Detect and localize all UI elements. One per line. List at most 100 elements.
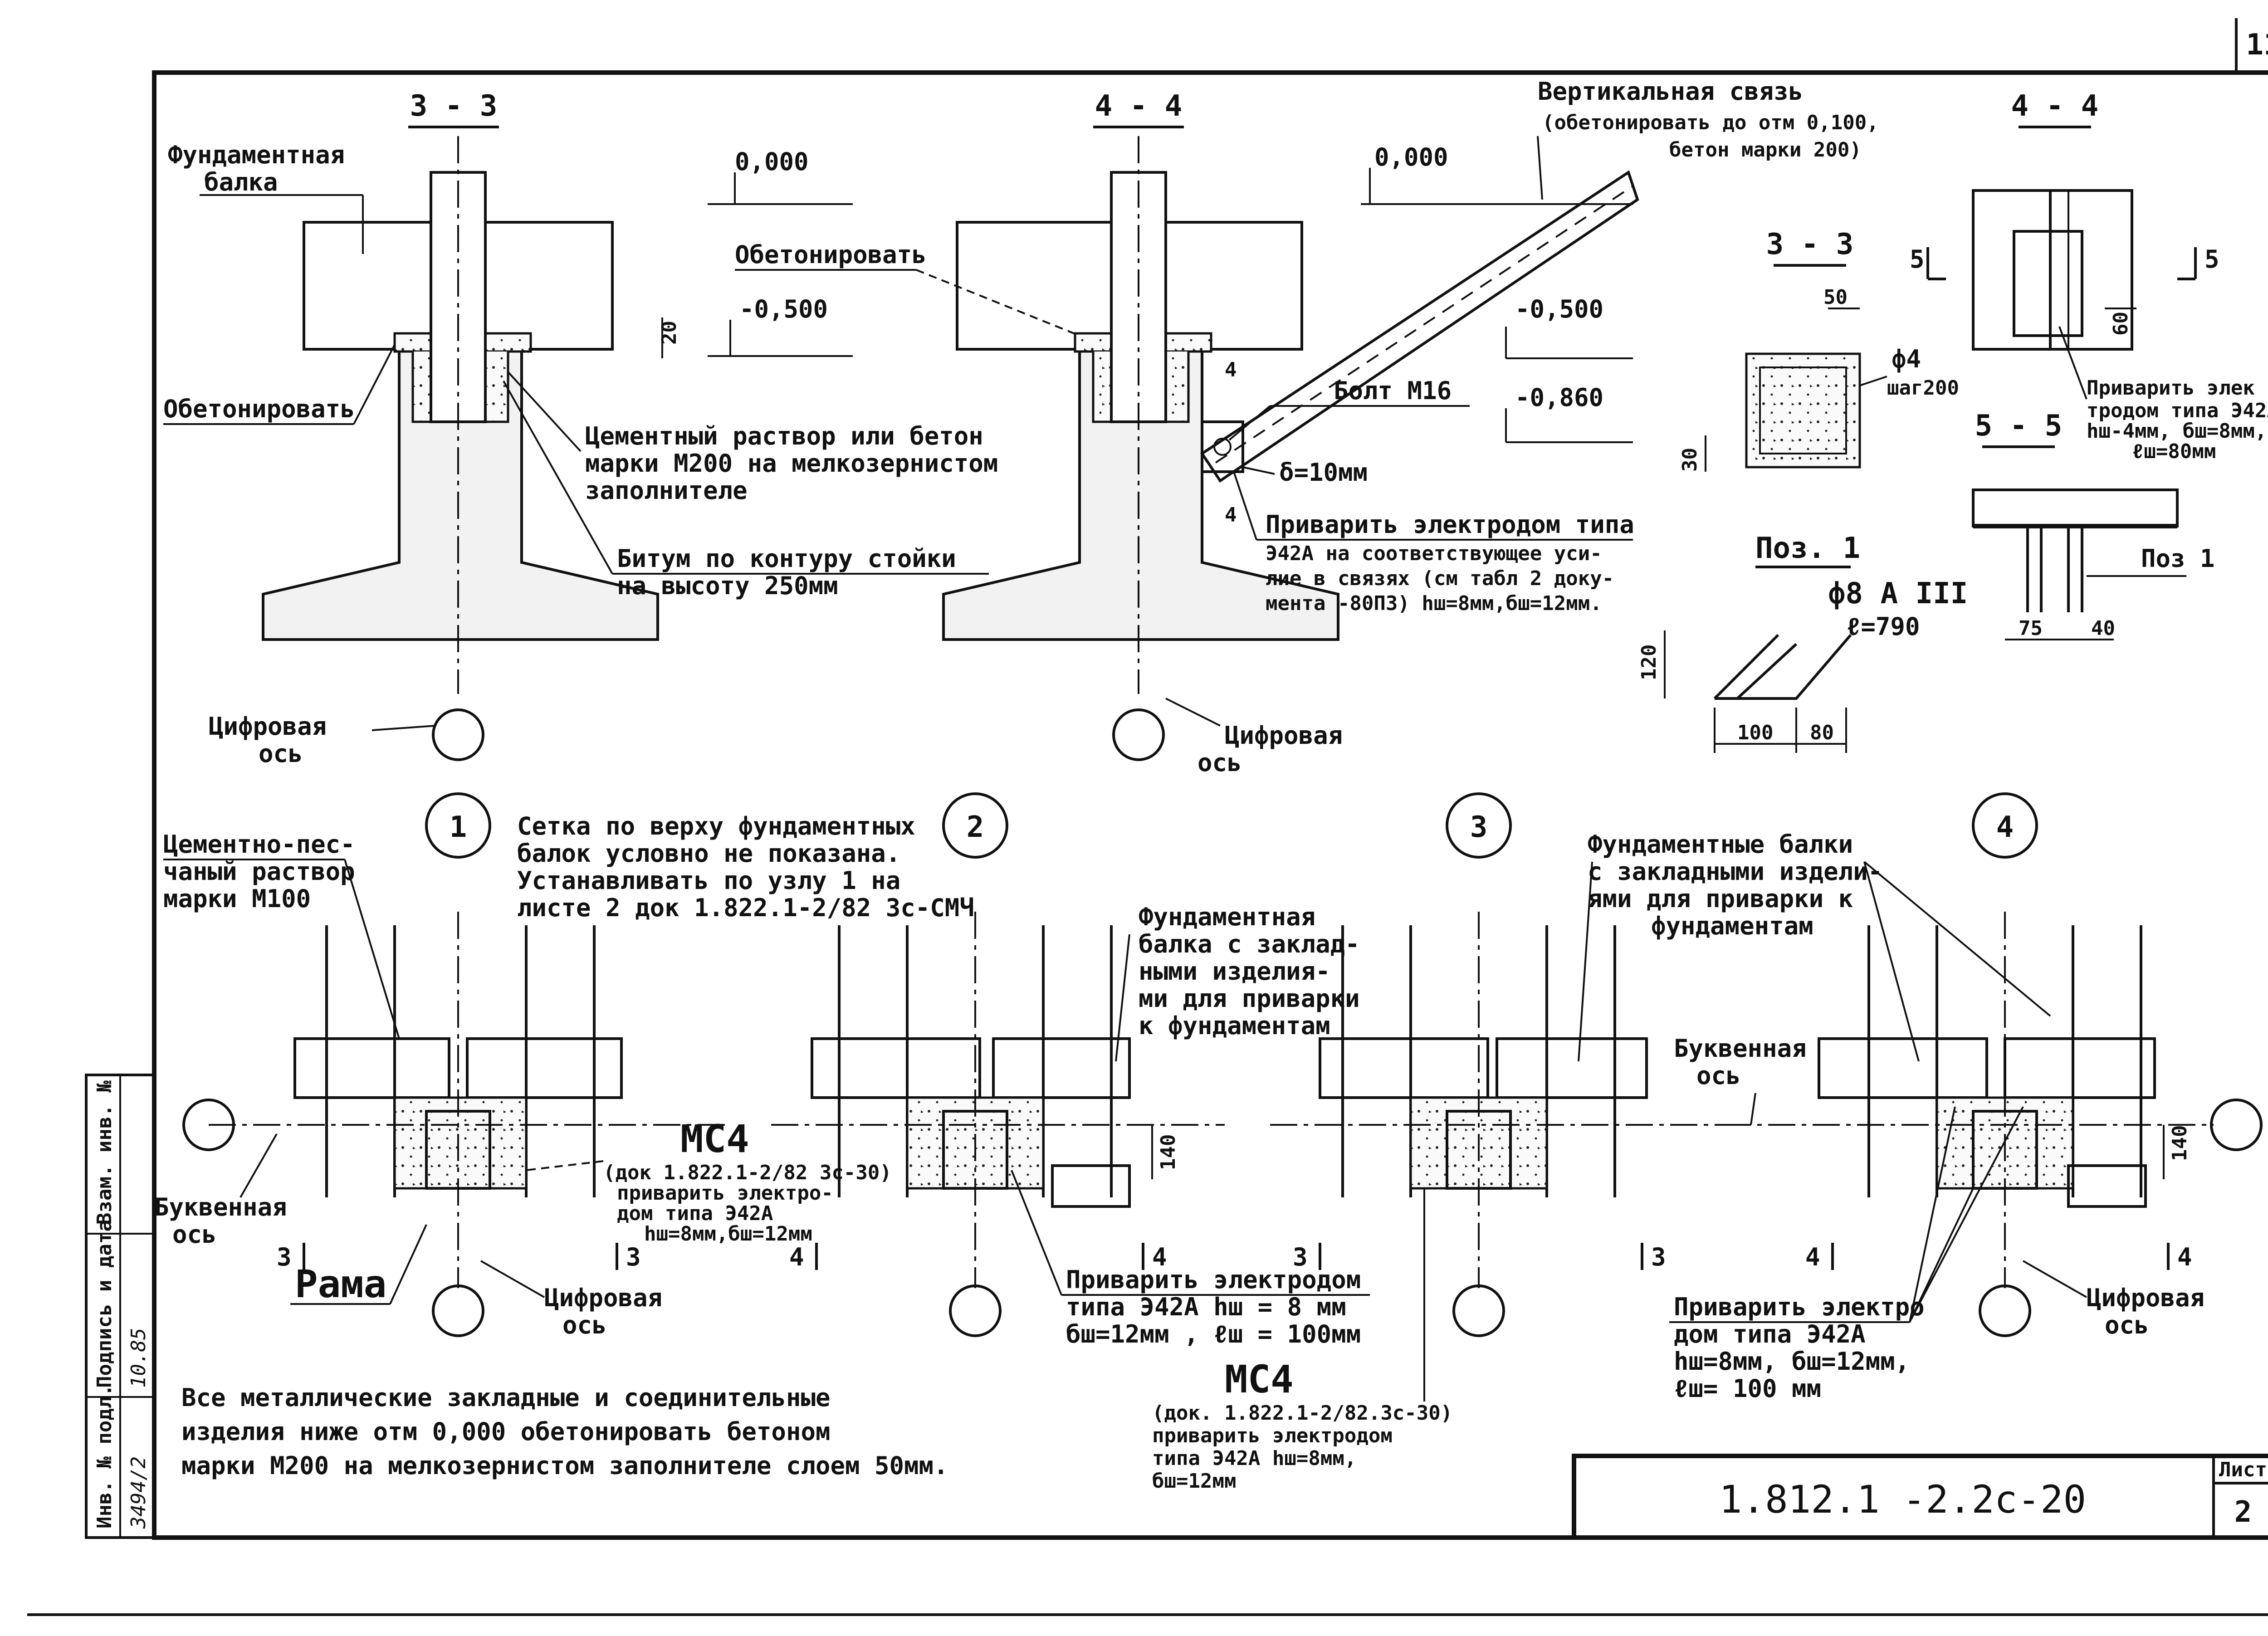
label-mortar-2: марки М200 на мелкозернистом [585,449,998,478]
label-weld-2: Э42А на соответствующее уси- [1266,542,1602,565]
dim-4b: 4 [1225,503,1237,527]
title-block: 1.812.1 -2.2с-20 Лист 2 [1572,1454,2268,1540]
section-3-3-right: 3 - 3 50 30 ф4 шаг200 [1678,228,1959,472]
mc4-a: МС4 [680,1117,749,1161]
label-mortar-1: Цементный раствор или бетон [585,422,983,450]
grid-note-3: Устанавливать по узлу 1 на [517,866,900,895]
weld2-1: Приварить электродом [1066,1265,1361,1294]
grid-note-1: Сетка по верху фундаментных [517,812,915,840]
label-vertical-bracing-2: (обетонировать до отм 0,100, [1542,111,1879,134]
axis-num-2: ось [562,1311,607,1339]
dim-120: 120 [1637,645,1661,680]
mc4-a-note-1: (док 1.822.1-2/82 3с-30) [603,1161,892,1184]
level-0500: -0,500 [739,295,828,323]
label-axis-num-b: Цифровая [1225,721,1343,750]
level-0500-b: -0,500 [1515,295,1603,323]
label-pos1-ref: Поз 1 [2141,544,2215,573]
node-num-3: 3 [1470,811,1488,844]
cement-sand-2: чаный раствор [163,857,355,886]
label-vertical-bracing-1: Вертикальная связь [1538,77,1803,106]
mc4-b-note-4: бш=12мм [1152,1470,1236,1493]
node-4: 4 4 4 140 [1724,792,2263,1337]
mark-3d: 3 [1651,1243,1666,1271]
dim5-right: 5 [2204,245,2219,273]
drawing-code: 1.812.1 -2.2с-20 [1719,1477,2086,1522]
label-rebar: ф8 А III [1828,577,1968,610]
label-vertical-bracing-3: бетон марки 200) [1669,138,1862,161]
letter-axis-2: ось [172,1220,217,1249]
dim5-left: 5 [1910,245,1925,273]
mc4-b-note-1: (док. 1.822.1-2/82.3с-30) [1152,1402,1452,1425]
mc4-b-note-3: типа Э42А hш=8мм, [1152,1447,1356,1470]
axis-num-1: Цифровая [544,1284,662,1312]
stamp-replace: Взам. инв. № [93,1080,116,1225]
label-weld-1: Приварить электродом типа [1266,510,1634,539]
pos-1: Поз. 1 ф8 А III ℓ=790 120 100 80 [1637,532,1968,753]
mc4-b: МС4 [1225,1357,1294,1402]
general-note-3: марки М200 на мелкозернистом заполнителе… [181,1451,948,1480]
label-rebar-len: ℓ=790 [1846,612,1920,641]
axis-letter-bubble-right [2210,1099,2263,1151]
label-concrete-mid: Обетонировать [735,240,927,269]
label-bolt: Болт М16 [1334,376,1452,405]
section-3-3-left: 3 - 3 0,000 -0,500 20 Фундаментная балка… [163,89,998,768]
label-mortar-3: заполнителе [585,476,748,505]
axis-num-4-1: Цифровая [2087,1284,2204,1312]
grid-note-2: балок условно не показана. [517,839,900,868]
dim-20: 20 [658,321,681,345]
label-weld-top-2: тродом типа Э42А [2087,399,2268,422]
grid-note-4: листе 2 док 1.822.1-2/82 3с-СМЧ [517,894,974,922]
mc4-b-note-2: приварить электродом [1152,1424,1393,1447]
dim-60: 60 [2109,312,2132,336]
mark-4c: 4 [1805,1243,1820,1271]
stamp-inv: Инв. № подл. [93,1384,116,1529]
pos1-title: Поз. 1 [1755,532,1860,565]
section-title-4-4: 4 - 4 [1095,89,1183,123]
section-title-4-4-b: 4 - 4 [2011,89,2099,123]
sheet-frame: 11 [27,18,2268,1616]
mc4-a-note-2: приварить электро- [617,1182,833,1205]
weld4-1: Приварить электро [1674,1293,1925,1321]
weld4-3: hш=8мм, бш=12мм, [1674,1347,1910,1376]
cement-sand-3: марки М100 [163,884,311,913]
node-num-2: 2 [967,811,984,844]
section-4-4-mid: 4 - 4 0,000 -0,500 -0,860 Обетонировать … [735,77,1879,777]
mark-4a: 4 [789,1243,804,1271]
dim-100: 100 [1737,721,1773,744]
general-note: Все металлические закладные и соединител… [181,1383,948,1480]
label-concrete-left: Обетонировать [163,395,355,423]
label-weld-3: лие в связях (см табл 2 доку- [1266,567,1614,590]
found-beam-emb-2: балка с заклад- [1139,930,1360,958]
label-plate: δ=10мм [1279,458,1368,487]
node-1: 1 3 3 [182,792,726,1337]
list-label: Лист [2219,1458,2267,1481]
mark-4b: 4 [1152,1243,1167,1271]
dim-30: 30 [1678,448,1701,472]
label-bar-step: шаг200 [1887,376,1959,400]
mc4-a-note-4: hш=8мм,бш=12мм [644,1222,812,1245]
found-beams-2: с закладными издели- [1588,857,1882,886]
cement-sand-1: Цементно-пес- [163,830,355,859]
label-bar-d4: ф4 [1892,345,1921,373]
level-0000: 0,000 [735,147,809,176]
dim-4a: 4 [1225,358,1237,381]
axis-bubble-left [432,708,484,761]
node-annotations: Сетка по верху фундаментных балок условн… [154,812,2204,1493]
mark-4d: 4 [2177,1243,2192,1271]
dim-40: 40 [2091,617,2115,640]
stamp-hand-1: 3494/2 [127,1456,150,1529]
axis-num-4-2: ось [2105,1311,2149,1339]
stamp-hand-2: 10.85 [127,1328,150,1388]
label-axis-num-a: Цифровая [209,712,327,741]
axis-letter-bubble-left [182,1099,235,1151]
general-note-2: изделия ниже отм 0,000 обетонировать бет… [181,1417,830,1446]
label-bitumen-2: на высоту 250мм [617,571,838,600]
axis-bubble-mid [1112,708,1165,761]
section-title-3-3-b: 3 - 3 [1766,228,1854,261]
dim-50: 50 [1823,286,1848,309]
letter-axis-b-2: ось [1696,1061,1741,1090]
mark-3a: 3 [277,1243,292,1271]
label-weld-4: мента -80ПЗ) hш=8мм,бш=12мм. [1266,592,1602,615]
found-beam-emb-5: к фундаментам [1139,1011,1330,1040]
